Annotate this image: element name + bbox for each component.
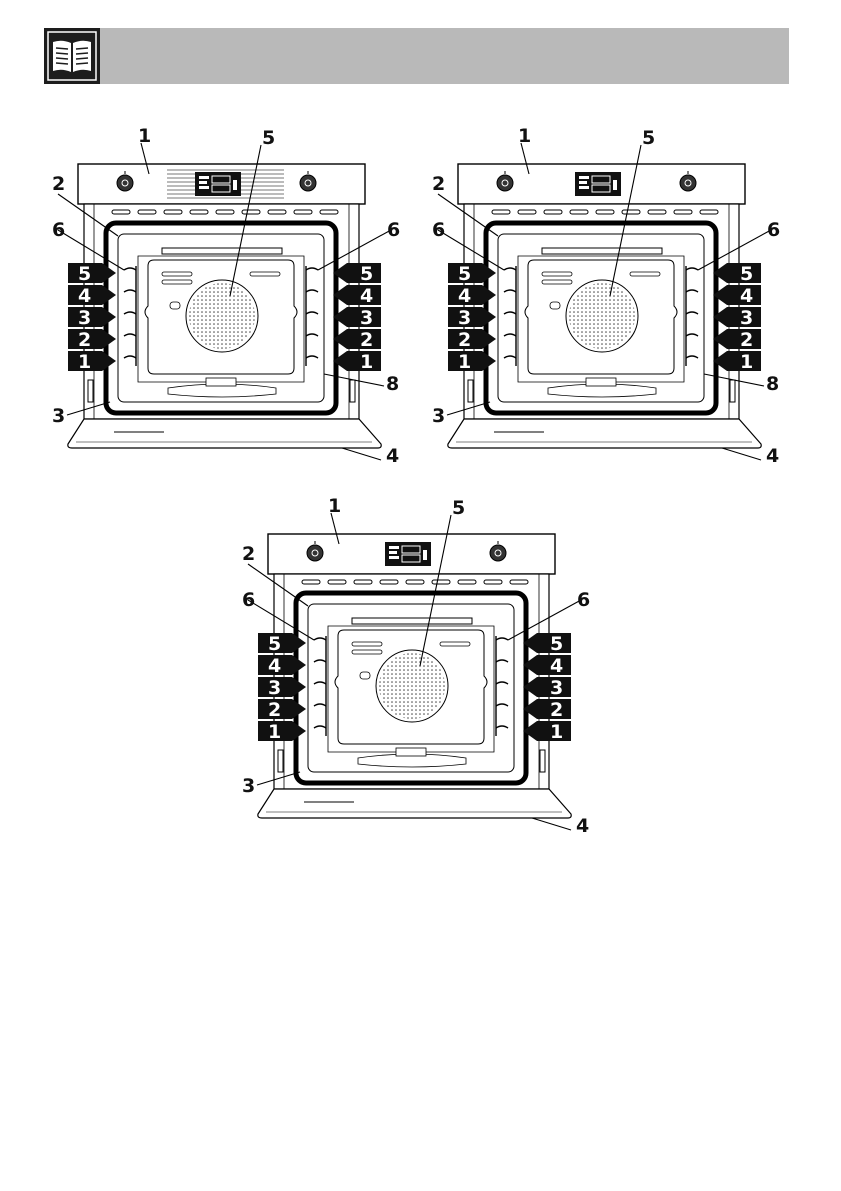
digital-display: [195, 172, 241, 196]
shelf-label-left: 1: [458, 351, 471, 373]
callout-c1: 1: [328, 495, 341, 517]
callout-c5: 5: [452, 497, 465, 519]
shelf-label-right: 2: [360, 329, 373, 351]
callout-c8: 8: [766, 373, 779, 395]
section-header-bar: [44, 28, 789, 84]
shelf-label-left: 2: [78, 329, 91, 351]
callout-c3: 3: [242, 775, 255, 797]
callout-c6R: 6: [387, 219, 400, 241]
callout-c6R: 6: [577, 589, 590, 611]
shelf-label-right: 2: [550, 699, 563, 721]
shelf-label-right: 1: [360, 351, 373, 373]
shelf-label-left: 2: [458, 329, 471, 351]
shelf-label-left: 1: [268, 721, 281, 743]
shelf-label-right: 5: [360, 263, 373, 285]
shelf-label-right: 3: [740, 307, 753, 329]
callout-c4: 4: [386, 445, 399, 467]
shelf-label-left: 4: [78, 285, 91, 307]
callout-c2: 2: [432, 173, 445, 195]
fan-cover-icon: [566, 280, 638, 352]
shelf-label-left: 3: [458, 307, 471, 329]
shelf-label-right: 5: [550, 633, 563, 655]
shelf-label-left: 2: [268, 699, 281, 721]
shelf-label-right: 5: [740, 263, 753, 285]
digital-display: [575, 172, 621, 196]
callout-c1: 1: [138, 125, 151, 147]
callout-c6L: 6: [242, 589, 255, 611]
callout-c6R: 6: [767, 219, 780, 241]
callout-c6L: 6: [432, 219, 445, 241]
shelf-label-left: 5: [458, 263, 471, 285]
shelf-label-right: 4: [360, 285, 373, 307]
callout-c6L: 6: [52, 219, 65, 241]
fan-cover-icon: [186, 280, 258, 352]
callout-c2: 2: [52, 173, 65, 195]
fan-cover-icon: [376, 650, 448, 722]
shelf-label-right: 1: [740, 351, 753, 373]
open-book-icon: [44, 28, 100, 84]
shelf-label-left: 3: [78, 307, 91, 329]
shelf-label-left: 1: [78, 351, 91, 373]
shelf-label-left: 4: [458, 285, 471, 307]
shelf-label-left: 5: [268, 633, 281, 655]
shelf-label-right: 4: [740, 285, 753, 307]
oven-door: [448, 419, 761, 448]
shelf-label-right: 1: [550, 721, 563, 743]
oven-door: [68, 419, 381, 448]
shelf-label-left: 5: [78, 263, 91, 285]
callout-c4: 4: [766, 445, 779, 467]
shelf-label-right: 3: [550, 677, 563, 699]
callout-c1: 1: [518, 125, 531, 147]
shelf-label-left: 4: [268, 655, 281, 677]
callout-c5: 5: [262, 127, 275, 149]
shelf-label-right: 3: [360, 307, 373, 329]
shelf-label-right: 2: [740, 329, 753, 351]
callout-c3: 3: [432, 405, 445, 427]
callout-c3: 3: [52, 405, 65, 427]
callout-c2: 2: [242, 543, 255, 565]
shelf-label-right: 4: [550, 655, 563, 677]
callout-c8: 8: [386, 373, 399, 395]
oven-door: [258, 789, 571, 818]
callout-c4: 4: [576, 815, 589, 837]
shelf-label-left: 3: [268, 677, 281, 699]
digital-display: [385, 542, 431, 566]
oven-svg: 54321 54321 12345668: [52, 130, 397, 490]
callout-c5: 5: [642, 127, 655, 149]
